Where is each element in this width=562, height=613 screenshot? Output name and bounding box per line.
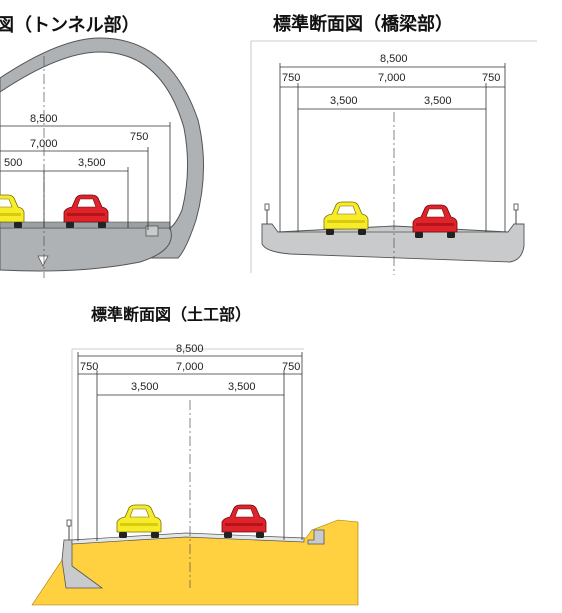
earthwork-road-surface	[71, 532, 305, 545]
bridge-deck	[261, 223, 525, 263]
earthwork-car-yellow	[116, 504, 162, 539]
bridge-lane-right: 3,500	[424, 95, 452, 107]
tunnel-opening	[0, 51, 189, 229]
tunnel-drain-left	[37, 255, 49, 267]
earthwork-side-ditch	[307, 529, 325, 545]
bridge-title: 標準断面図（橋梁部）	[273, 13, 453, 34]
tunnel-pavement	[0, 221, 171, 229]
earthwork-shoulder-right: 750	[282, 361, 300, 373]
bridge-lamp-left	[264, 203, 270, 225]
bridge-shoulder-right: 750	[482, 72, 500, 84]
bridge-shoulder-left: 750	[282, 72, 300, 84]
bridge-section: 標準断面図（橋梁部） 8,500 750 7,000 750 3,500 3,5…	[250, 13, 537, 275]
tunnel-lane-right: 3,500	[78, 157, 106, 169]
tunnel-shoulder-right: 750	[130, 131, 148, 143]
earthwork-total-width: 8,500	[176, 343, 204, 355]
tunnel-lane-left: 500	[4, 157, 22, 169]
earthwork-title: 標準断面図（土工部）	[91, 305, 251, 324]
tunnel-carriageway-width: 7,000	[30, 138, 58, 150]
bridge-total-width: 8,500	[380, 53, 408, 65]
tunnel-drain-right	[145, 225, 159, 237]
earthwork-lamp	[66, 519, 72, 541]
earthwork-car-red	[221, 504, 267, 539]
earthwork-lane-right: 3,500	[228, 381, 256, 393]
tunnel-section: 図（トンネル部） 8,500 7,000 750 500 3,500	[0, 14, 205, 278]
bridge-dimensions	[279, 63, 506, 232]
earthwork-dimensions	[77, 352, 303, 541]
tunnel-title: 図（トンネル部）	[0, 14, 140, 35]
earthwork-shoulder-left: 750	[80, 361, 98, 373]
earthwork-embankment	[31, 519, 359, 606]
bridge-lamp-right	[513, 203, 519, 225]
tunnel-dimensions	[0, 122, 171, 230]
bridge-lane-left: 3,500	[330, 95, 358, 107]
earthwork-carriageway-width: 7,000	[176, 361, 204, 373]
tunnel-total-width: 8,500	[30, 113, 58, 125]
bridge-carriageway-width: 7,000	[378, 72, 406, 84]
earthwork-section: 標準断面図（土工部） 8,500 750 7,000 750 3,500 3,5…	[31, 305, 359, 606]
earthwork-lane-left: 3,500	[131, 381, 159, 393]
